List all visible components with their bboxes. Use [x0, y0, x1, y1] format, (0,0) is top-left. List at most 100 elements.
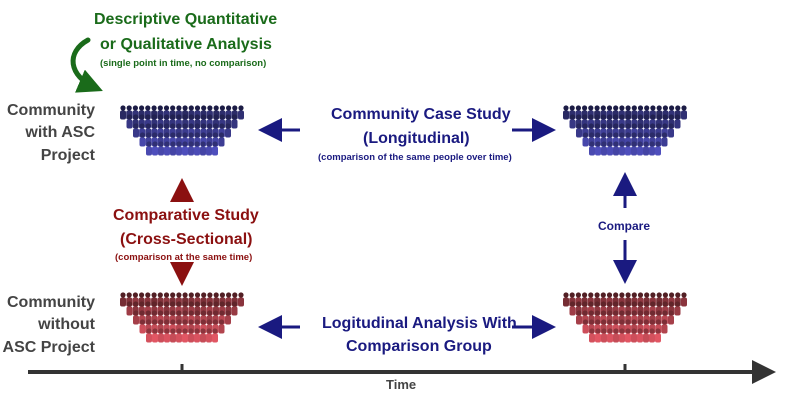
person-head	[637, 301, 644, 307]
person-head	[631, 292, 637, 298]
person-head	[231, 301, 238, 307]
person-head	[637, 123, 643, 129]
person-head	[238, 292, 244, 298]
person-body	[601, 333, 607, 343]
person-head	[157, 114, 163, 120]
person-head	[158, 132, 164, 138]
case-study-title-line1: Community Case Study	[331, 106, 511, 123]
person-head	[594, 105, 600, 111]
descriptive-note: (single point in time, no comparison)	[100, 58, 267, 69]
person-body	[238, 297, 244, 307]
person-head	[594, 114, 600, 120]
row-label-line: without	[38, 316, 95, 334]
person-body	[194, 146, 200, 156]
person-head	[595, 141, 601, 147]
person-head	[152, 132, 158, 138]
person-head	[607, 132, 613, 138]
person-head	[157, 310, 164, 316]
person-body	[613, 146, 619, 156]
person-head	[218, 319, 225, 325]
person-head	[213, 301, 219, 307]
person-head	[656, 123, 662, 129]
person-body	[182, 146, 188, 156]
person-head	[207, 114, 213, 120]
person-head	[182, 123, 188, 129]
person-head	[194, 114, 200, 120]
person-body	[661, 324, 668, 334]
person-head	[200, 310, 207, 316]
person-head	[619, 105, 625, 111]
person-head	[589, 319, 595, 325]
person-body	[649, 146, 655, 156]
person-head	[619, 114, 625, 120]
person-head	[613, 328, 619, 334]
person-head	[625, 114, 631, 120]
person-head	[238, 105, 244, 111]
person-head	[188, 132, 194, 138]
person-head	[589, 328, 595, 334]
person-head	[139, 114, 145, 120]
person-head	[157, 292, 163, 298]
person-head	[637, 328, 643, 334]
person-body	[206, 333, 212, 343]
person-head	[619, 292, 625, 298]
person-head	[207, 310, 213, 316]
person-head	[600, 114, 607, 120]
person-head	[232, 105, 238, 111]
person-body	[126, 306, 133, 316]
person-head	[589, 141, 595, 147]
person-head	[601, 328, 607, 334]
person-head	[182, 292, 188, 298]
row-label-line: with ASC	[25, 124, 95, 142]
person-head	[158, 328, 164, 334]
person-head	[582, 292, 588, 298]
person-head	[582, 310, 588, 316]
person-body	[225, 128, 231, 138]
person-head	[619, 319, 625, 325]
person-head	[152, 319, 158, 325]
descriptive-title-line2: or Qualitative Analysis	[100, 36, 272, 53]
person-head	[631, 132, 637, 138]
person-body	[164, 333, 170, 343]
comparative-title-line2: (Cross-Sectional)	[120, 231, 253, 248]
person-head	[607, 310, 613, 316]
person-body	[613, 333, 619, 343]
person-head	[656, 292, 662, 298]
time-axis-label: Time	[386, 377, 417, 392]
person-head	[656, 310, 662, 316]
person-head	[625, 319, 631, 325]
case-study-note: (comparison of the same people over time…	[318, 152, 512, 163]
person-head	[594, 310, 601, 316]
person-body	[668, 315, 674, 325]
person-body	[200, 333, 206, 343]
person-body	[146, 146, 152, 156]
comparative-title-line1: Comparative Study	[113, 207, 259, 224]
person-body	[589, 333, 595, 343]
person-head	[146, 319, 152, 325]
person-head	[649, 132, 655, 138]
person-head	[212, 319, 218, 325]
person-head	[600, 292, 606, 298]
person-head	[606, 292, 613, 298]
person-head	[225, 301, 231, 307]
person-head	[631, 310, 637, 316]
person-head	[637, 292, 644, 298]
person-head	[170, 123, 176, 129]
person-body	[625, 146, 631, 156]
person-head	[588, 123, 594, 129]
person-head	[675, 292, 681, 298]
person-head	[631, 141, 637, 147]
person-head	[637, 141, 643, 147]
person-body	[182, 333, 188, 343]
person-head	[207, 301, 213, 307]
person-head	[188, 123, 194, 129]
person-head	[206, 141, 212, 147]
person-head	[207, 123, 213, 129]
person-body	[595, 146, 601, 156]
person-head	[151, 310, 157, 316]
person-body	[164, 146, 170, 156]
person-head	[133, 123, 139, 129]
person-head	[146, 141, 152, 147]
person-head	[655, 141, 661, 147]
person-head	[594, 301, 600, 307]
